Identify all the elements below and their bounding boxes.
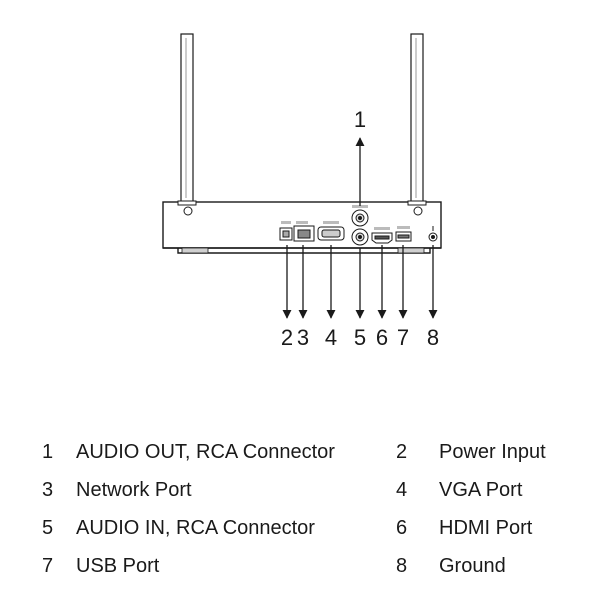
antenna-mounts (177, 200, 427, 216)
callout-number-2: 2 (281, 325, 293, 350)
audio-in-rca-connector (351, 228, 369, 246)
legend-number: 3 (42, 479, 54, 501)
port-legend: 1 AUDIO OUT, RCA Connector 2 Power Input… (0, 430, 600, 590)
right-antenna (410, 33, 424, 203)
callout-number-8: 8 (427, 325, 439, 350)
legend-label: AUDIO OUT, RCA Connector (76, 441, 335, 463)
callout-number-1: 1 (354, 107, 366, 132)
ground-terminal (428, 226, 438, 242)
callout-number-5: 5 (354, 325, 366, 350)
callout-number-3: 3 (297, 325, 309, 350)
legend-number: 5 (42, 517, 54, 539)
audio-out-rca-connector (351, 205, 369, 227)
callout-number-6: 6 (376, 325, 388, 350)
vga-port (317, 221, 345, 241)
legend-number: 6 (396, 517, 408, 539)
legend-label: Network Port (76, 479, 192, 501)
left-antenna (180, 33, 194, 203)
legend-label: HDMI Port (439, 517, 533, 539)
legend-label: AUDIO IN, RCA Connector (76, 517, 315, 539)
legend-number: 7 (42, 555, 54, 577)
callout-number-7: 7 (397, 325, 409, 350)
legend-number: 4 (396, 479, 408, 501)
legend-label: Power Input (439, 441, 546, 463)
callout-number-4: 4 (325, 325, 337, 350)
usb-port (395, 226, 412, 242)
legend-number: 2 (396, 441, 408, 463)
legend-number: 1 (42, 441, 54, 463)
hdmi-port (371, 227, 393, 244)
power-input-port (279, 221, 293, 241)
network-port (293, 221, 315, 242)
legend-number: 8 (396, 555, 408, 577)
legend-label: Ground (439, 555, 506, 577)
legend-label: USB Port (76, 555, 160, 577)
legend-label: VGA Port (439, 479, 523, 501)
